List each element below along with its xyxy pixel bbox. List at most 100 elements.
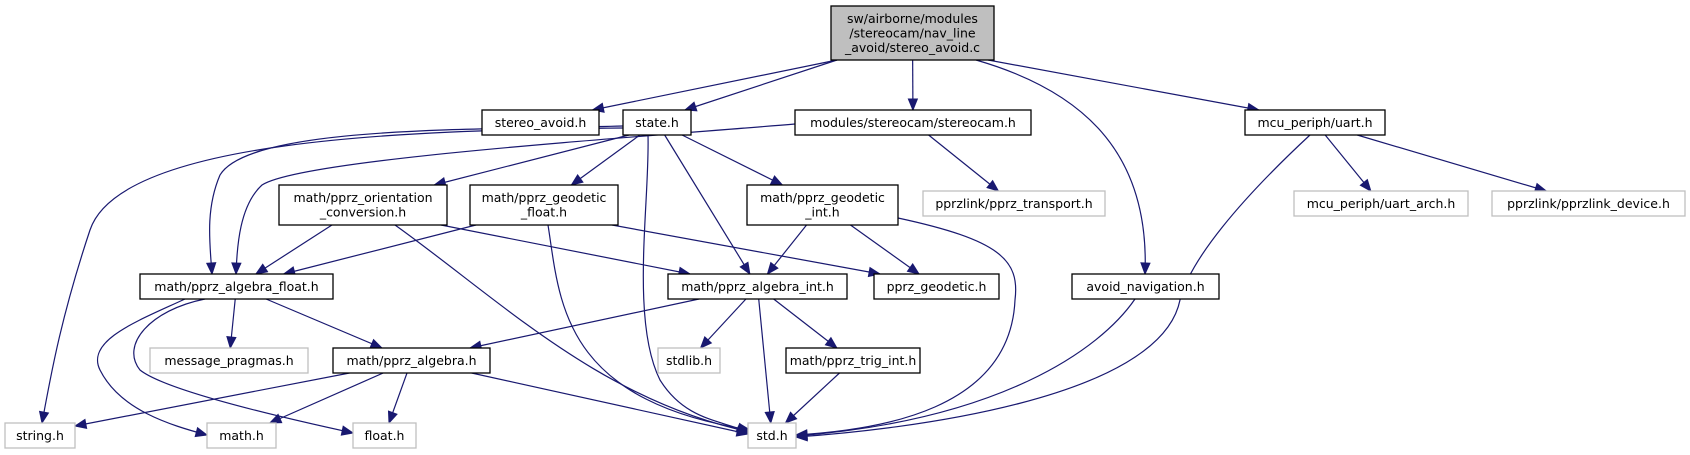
edge-line	[269, 372, 384, 424]
node-pprzlink-device-h[interactable]: pprzlink/pprzlink_device.h	[1491, 190, 1686, 217]
node-label: _int.h	[804, 205, 839, 220]
node-label: math/pprz_algebra_int.h	[681, 279, 834, 294]
edge-line	[471, 372, 749, 435]
node-box	[922, 190, 1106, 217]
node-box	[873, 273, 1000, 300]
edge-geodetic-float-h-to-algebra-float-h	[282, 224, 477, 277]
edge-orientation-conv-h-to-std-h	[394, 224, 752, 435]
edge-line	[571, 134, 641, 186]
edge-line	[975, 59, 1146, 275]
edge-arrowhead	[38, 410, 50, 425]
node-string-h[interactable]: string.h	[4, 422, 76, 449]
node-label: pprzlink/pprz_transport.h	[935, 196, 1092, 211]
edge-root-to-uart-h	[987, 59, 1261, 114]
edge-arrowhead	[907, 98, 919, 112]
edge-arrowhead	[906, 263, 921, 275]
edge-algebra-h-to-string-h	[73, 372, 350, 429]
edge-line	[133, 298, 354, 434]
node-pprz-geodetic-h[interactable]: pprz_geodetic.h	[873, 273, 1000, 300]
node-box	[794, 109, 1032, 136]
node-label: /stereocam/nav_line	[849, 25, 976, 40]
node-box	[785, 347, 921, 374]
edge-line	[469, 298, 700, 349]
node-avoid-navigation-h[interactable]: avoid_navigation.h	[1071, 273, 1220, 300]
edge-arrowhead	[570, 173, 584, 186]
node-stdlib-h[interactable]: stdlib.h	[657, 347, 721, 374]
edge-algebra-int-h-to-trig-int-h	[773, 298, 838, 349]
node-label: message_pragmas.h	[164, 353, 293, 368]
node-label: math/pprz_algebra_float.h	[154, 279, 318, 294]
edge-algebra-int-h-to-std-h	[758, 298, 775, 425]
edge-trig-int-h-to-std-h	[784, 372, 840, 424]
node-label: state.h	[635, 115, 679, 130]
edge-arrowhead	[784, 411, 798, 424]
edge-uart-h-to-uart-arch-h	[1324, 134, 1372, 193]
node-box	[657, 347, 721, 374]
node-stereo-avoid-h[interactable]: stereo_avoid.h	[481, 109, 600, 136]
node-box	[139, 273, 334, 300]
edge-arrowhead	[340, 425, 355, 436]
edge-avoid-navigation-h-to-std-h	[794, 298, 1136, 441]
node-root[interactable]: sw/airborne/modules/stereocam/nav_line_a…	[830, 5, 995, 61]
node-label: stereo_avoid.h	[495, 115, 587, 130]
node-message-pragmas-h[interactable]: message_pragmas.h	[149, 347, 309, 374]
edge-line	[850, 224, 920, 275]
node-label: math/pprz_trig_int.h	[790, 353, 917, 368]
edge-state-h-to-geodetic-float-h	[570, 134, 641, 186]
edge-line	[394, 224, 751, 433]
edge-state-h-to-geodetic-int-h	[681, 134, 784, 186]
edge-line	[97, 298, 208, 436]
edge-line	[795, 217, 1017, 436]
node-label: math.h	[219, 428, 264, 443]
node-label: modules/stereocam/stereocam.h	[810, 115, 1016, 130]
edge-arrowhead	[1359, 178, 1372, 193]
node-label: math/pprz_orientation	[293, 190, 432, 205]
edge-line	[1357, 134, 1547, 192]
node-trig-int-h[interactable]: math/pprz_trig_int.h	[785, 347, 921, 374]
node-state-h[interactable]: state.h	[622, 109, 692, 136]
edge-line	[265, 298, 383, 349]
node-label: _conversion.h	[319, 205, 406, 220]
node-geodetic-int-h[interactable]: math/pprz_geodetic_int.h	[746, 184, 899, 226]
node-box	[149, 347, 309, 374]
edge-arrowhead	[226, 336, 237, 350]
node-algebra-h[interactable]: math/pprz_algebra.h	[332, 347, 491, 374]
node-box	[830, 5, 995, 61]
node-uart-arch-h[interactable]: mcu_periph/uart_arch.h	[1293, 190, 1469, 217]
node-std-h[interactable]: std.h	[747, 422, 797, 449]
node-stereocam-h[interactable]: modules/stereocam/stereocam.h	[794, 109, 1032, 136]
edge-line	[74, 372, 350, 427]
edge-arrowhead	[794, 429, 808, 441]
edge-line	[642, 134, 749, 433]
edge-state-h-to-string-h	[38, 127, 624, 425]
node-uart-h[interactable]: mcu_periph/uart.h	[1244, 109, 1386, 136]
edge-root-to-stereo-avoid-h	[591, 59, 838, 113]
edge-line	[795, 134, 1311, 438]
edge-arrowhead	[699, 335, 713, 349]
edge-state-h-to-orientation-conv-h	[432, 134, 630, 188]
edge-arrowhead	[205, 262, 217, 276]
node-algebra-int-h[interactable]: math/pprz_algebra_int.h	[667, 273, 848, 300]
node-box	[469, 184, 619, 226]
edge-line	[440, 224, 691, 275]
edge-state-h-to-algebra-int-h	[664, 134, 751, 276]
node-box	[746, 184, 899, 226]
edge-uart-h-to-std-h	[794, 134, 1311, 442]
edge-geodetic-float-h-to-std-h	[547, 224, 752, 434]
node-box	[4, 422, 76, 449]
node-orientation-conv-h[interactable]: math/pprz_orientation_conversion.h	[278, 184, 448, 226]
node-geodetic-float-h[interactable]: math/pprz_geodetic_float.h	[469, 184, 619, 226]
node-box	[332, 347, 491, 374]
node-algebra-float-h[interactable]: math/pprz_algebra_float.h	[139, 273, 334, 300]
node-math-h[interactable]: math.h	[206, 422, 277, 449]
edge-arrowhead	[194, 426, 209, 438]
edge-algebra-float-h-to-message-pragmas-h	[226, 298, 237, 350]
node-box	[667, 273, 848, 300]
node-label: pprz_geodetic.h	[887, 279, 987, 294]
node-pprz-transport-h[interactable]: pprzlink/pprz_transport.h	[922, 190, 1106, 217]
node-float-h[interactable]: float.h	[352, 422, 417, 449]
node-box	[1491, 190, 1686, 217]
edge-line	[41, 127, 624, 424]
edge-algebra-float-h-to-algebra-h	[265, 298, 384, 349]
